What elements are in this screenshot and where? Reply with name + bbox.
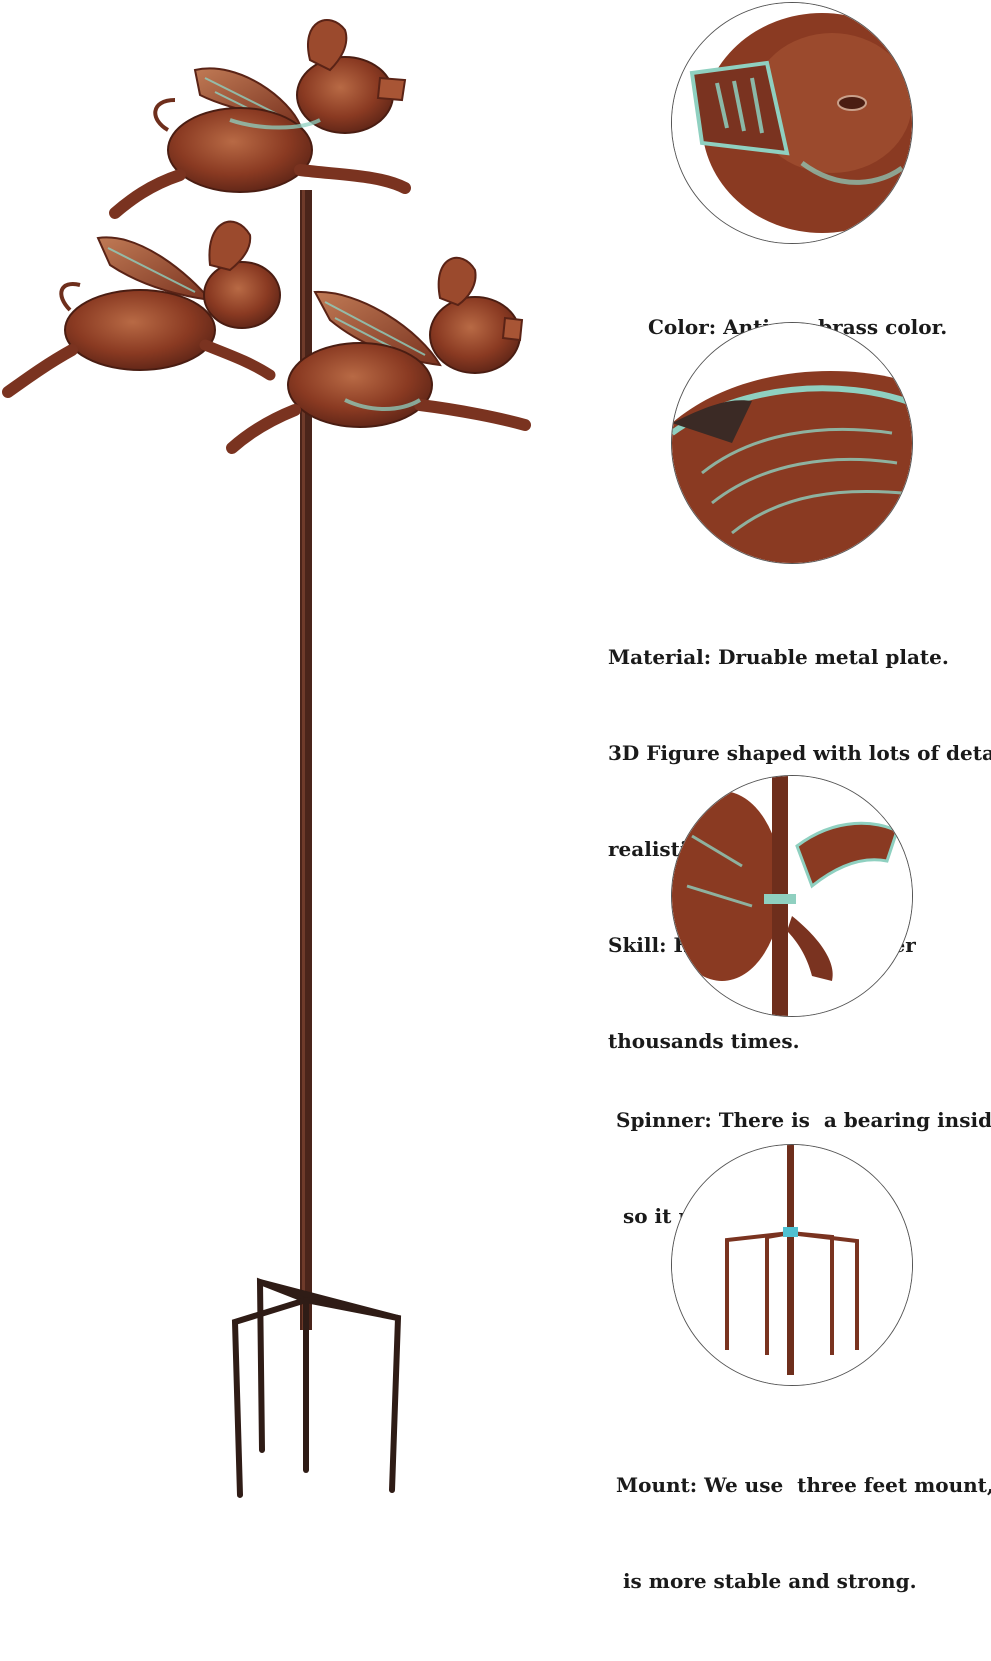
- caption-mount-line1: Mount: We use three feet mount, it: [616, 1473, 991, 1497]
- caption-material-line2: 3D Figure shaped with lots of details,: [608, 741, 991, 765]
- top-pig: [109, 19, 411, 219]
- mount-closeup-image: [672, 1145, 912, 1385]
- detail-circle-wing: [671, 322, 913, 564]
- caption-spinner-line1: Spinner: There is a bearing inside,: [616, 1108, 991, 1132]
- wing-closeup-image: [672, 323, 912, 563]
- flying-pigs-stake-image: [2, 19, 531, 1498]
- stake-feet: [231, 1277, 402, 1498]
- pig-face-closeup-image: [672, 3, 912, 243]
- caption-mount-line2: is more stable and strong.: [616, 1569, 917, 1593]
- detail-circle-mount: [671, 1144, 913, 1386]
- front-pig: [226, 256, 531, 454]
- detail-circle-pig-face: [671, 2, 913, 244]
- caption-material-line1: Material: Druable metal plate.: [608, 645, 949, 669]
- detail-circle-spinner: [671, 775, 913, 1017]
- caption-material-line5: thousands times.: [608, 1029, 800, 1053]
- product-illustration: [2, 19, 531, 1498]
- spinner-closeup-image: [672, 776, 912, 1016]
- product-infographic: Color: Antique brass color. Material: Dr…: [2, 2, 991, 1593]
- caption-mount: Mount: We use three feet mount, it is mo…: [616, 1405, 991, 1661]
- left-pig: [2, 220, 281, 398]
